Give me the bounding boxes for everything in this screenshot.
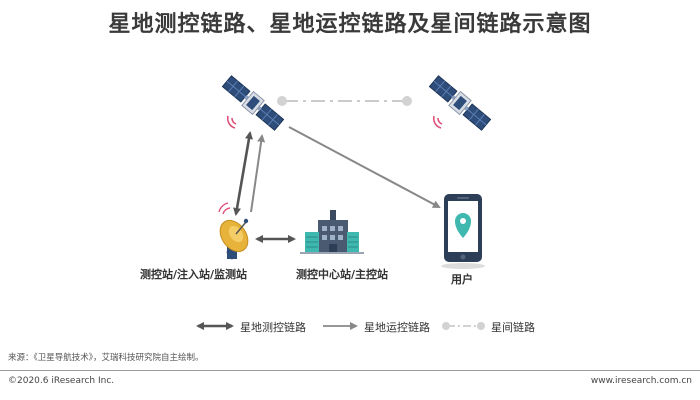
page-title: 星地测控链路、星地运控链路及星间链路示意图 (108, 12, 592, 37)
source-note: 来源：《卫星导航技术》，艾瑞科技研究院自主绘制。 (8, 353, 204, 363)
user-phone-icon (441, 194, 485, 269)
satellite-user-link-line (288, 126, 441, 208)
inter-satellite-link (277, 96, 412, 106)
ground-station-label: 测控站/注入站/监测站 (140, 268, 248, 281)
legend-ttc-label: 星地测控链路 (240, 321, 306, 334)
website-link[interactable]: www.iresearch.com.cn (590, 376, 692, 386)
satellite-right-icon (427, 73, 493, 133)
user-label: 用户 (451, 273, 473, 286)
satellite-left-icon (220, 73, 286, 133)
footer-divider (0, 370, 700, 371)
legend-inter-satellite-symbol (442, 322, 485, 330)
control-center-building-icon (300, 210, 364, 254)
ttc-link-line (233, 131, 253, 216)
legend-operation-label: 星地运控链路 (364, 321, 430, 334)
copyright-text: ©2020.6 iResearch Inc. (8, 376, 115, 386)
operation-link-line (250, 134, 266, 213)
legend-inter-satellite-label: 星间链路 (491, 321, 535, 334)
control-center-label: 测控中心站/主控站 (296, 268, 389, 281)
ground-station-dish-icon (218, 202, 249, 260)
